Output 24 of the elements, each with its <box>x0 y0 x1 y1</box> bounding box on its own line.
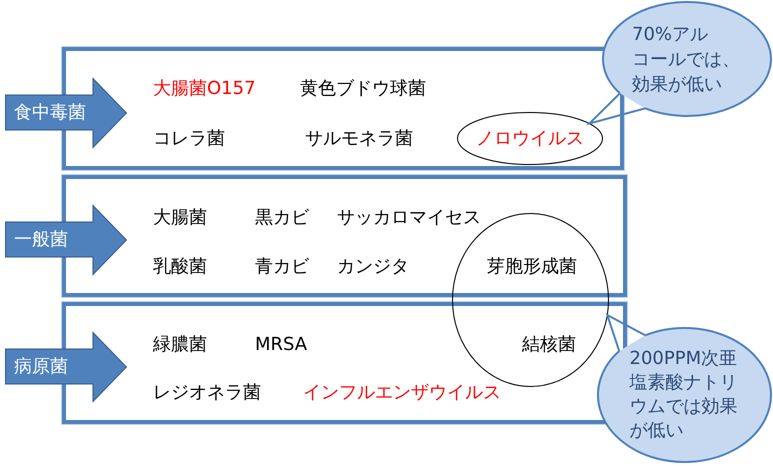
callout-text: 200PPM次亜塩素酸ナトリウムでは効果が低い <box>630 347 738 443</box>
item-label: インフルエンザウイルス <box>303 382 501 404</box>
item-label: レジオネラ菌 <box>153 382 261 404</box>
category-label: 一般菌 <box>14 228 68 250</box>
item-label: 緑膿菌 <box>153 334 207 356</box>
item-label: 青カビ <box>255 256 309 278</box>
item-label: 乳酸菌 <box>153 256 207 278</box>
item-label: ノロウイルス <box>476 128 584 150</box>
item-label: サッカロマイセス <box>337 207 481 229</box>
item-label: 芽胞形成菌 <box>487 256 577 278</box>
category-label: 病原菌 <box>14 356 68 378</box>
item-label: 大腸菌 <box>153 207 207 229</box>
item-label: MRSA <box>255 334 308 356</box>
callout-pointer <box>606 312 646 352</box>
callout-text: 70%アルコールでは、効果が低い <box>632 22 741 96</box>
item-label: 大腸菌O157 <box>153 78 256 100</box>
category-label: 食中毒菌 <box>14 102 86 124</box>
callout-pointer <box>586 92 646 126</box>
item-label: コレラ菌 <box>153 128 225 150</box>
item-label: カンジタ <box>337 256 409 278</box>
item-label: 黒カビ <box>255 207 309 229</box>
item-label: 結核菌 <box>522 334 576 356</box>
item-label: 黄色ブドウ球菌 <box>300 78 426 100</box>
item-label: サルモネラ菌 <box>305 128 413 150</box>
